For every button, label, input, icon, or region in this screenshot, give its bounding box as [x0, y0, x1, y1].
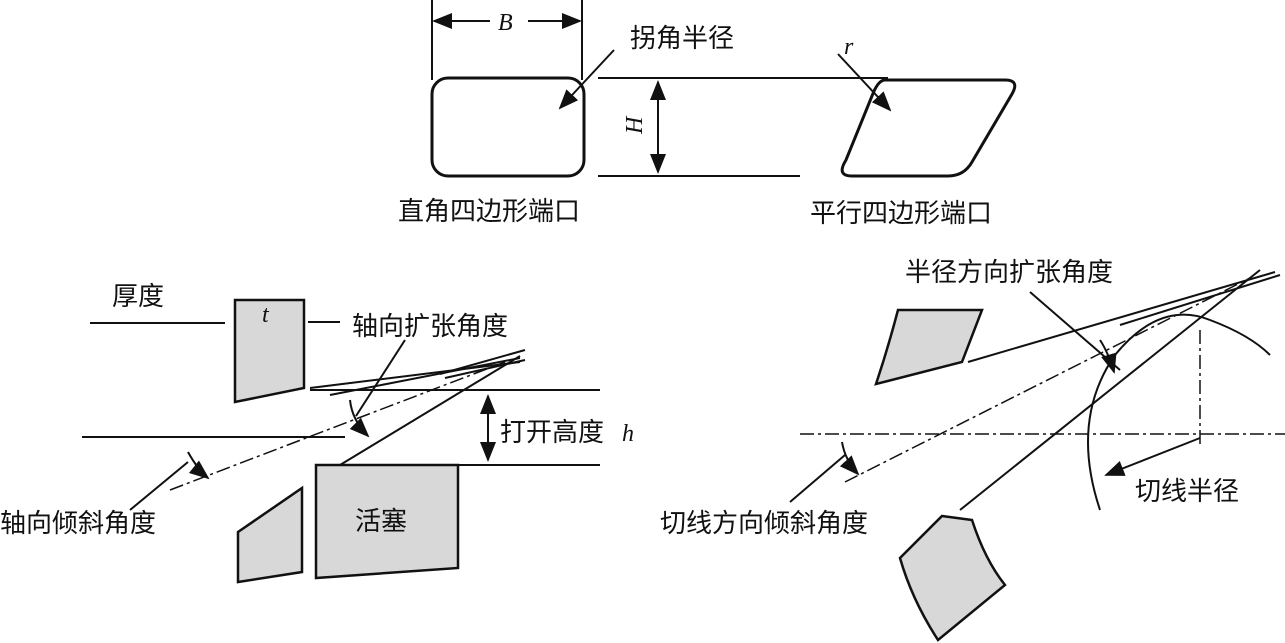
- axial-tilt-label: 轴向倾斜角度: [0, 509, 156, 539]
- corner-radius-label: 拐角半径: [630, 24, 734, 54]
- axial-expansion-label: 轴向扩张角度: [352, 312, 508, 342]
- radial-expansion-arc: [1099, 339, 1117, 374]
- thickness-label: 厚度: [112, 282, 164, 312]
- tangential-tilt-label: 切线方向倾斜角度: [660, 509, 868, 539]
- ray-tip-a: [439, 349, 526, 375]
- lower-ring-segment: [236, 485, 304, 584]
- radius-r-leader: [837, 53, 892, 112]
- tangent-circle-arc: [1087, 313, 1271, 511]
- radial-ray-2: [1119, 274, 1281, 326]
- dim-b-label: B: [498, 10, 513, 36]
- right-angle-port-shape: [430, 76, 586, 178]
- radial-ray-1: [967, 271, 1276, 363]
- radius-r-label: r: [844, 34, 854, 60]
- right-angle-port-label: 直角四边形端口: [398, 197, 580, 227]
- t-label: t: [262, 302, 270, 328]
- tangential-tilt-arc: [839, 441, 860, 476]
- right-angle-port-group: B 拐角半径 直角四边形端口: [398, 0, 734, 227]
- axial-expansion-leader: [355, 339, 406, 417]
- tangent-radius-arrow: [1104, 437, 1201, 476]
- expansion-ray-upper: [309, 361, 521, 389]
- parallel-port-label: 平行四边形端口: [810, 199, 992, 229]
- lower-ring-section: [898, 514, 1007, 642]
- tangent-ray: [959, 269, 1261, 511]
- piston-edge-ray: [339, 355, 521, 466]
- axial-tilt-centerline: [169, 361, 506, 491]
- height-dimension: H: [598, 77, 888, 177]
- h-label: h: [622, 421, 634, 447]
- opening-height-label: 打开高度: [500, 418, 604, 448]
- tangential-tilt-centerline: [844, 277, 1251, 483]
- expansion-ray-lower: [329, 357, 521, 396]
- axial-tilt-arc: [187, 451, 210, 480]
- upper-ring-section: [874, 308, 984, 386]
- dim-h-label: H: [622, 115, 648, 135]
- parallel-port-group: r 平行四边形端口: [810, 34, 1017, 229]
- piston-label: 活塞: [355, 507, 407, 537]
- radial-expansion-label: 半径方向扩张角度: [905, 258, 1113, 288]
- tangential-tilt-leader: [789, 454, 846, 503]
- axial-tilt-leader: [129, 461, 189, 511]
- upper-ring-segment: [233, 298, 306, 404]
- radial-view-group: 半径方向扩张角度 切线半径 切线方向倾斜角度: [660, 258, 1285, 642]
- tangent-radius-label: 切线半径: [1135, 477, 1239, 507]
- parallel-port-shape: [840, 78, 1017, 178]
- piston-block: [314, 463, 460, 580]
- axial-view-group: 厚度 t 轴向扩张角度 打开高度 h 轴向倾斜角度 活塞: [0, 282, 634, 584]
- corner-radius-leader: [558, 49, 615, 110]
- axial-expansion-arc: [349, 399, 370, 438]
